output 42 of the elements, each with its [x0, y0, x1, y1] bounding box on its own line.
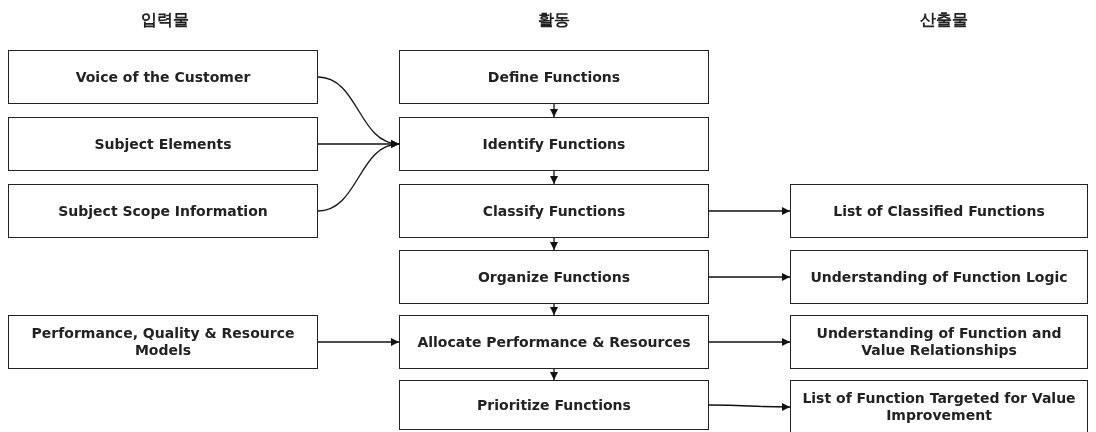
process-box: [8, 315, 318, 369]
process-box: [8, 117, 318, 171]
arrow: [550, 303, 558, 316]
process-box: [399, 250, 709, 304]
arrow: [550, 170, 558, 185]
box-label: Performance, Quality & Resource Models: [30, 325, 296, 359]
arrow: [708, 338, 791, 346]
arrow: [550, 237, 558, 251]
box-label: Prioritize Functions: [476, 396, 632, 414]
arrow: [317, 141, 400, 212]
box-label: Organize Functions: [476, 268, 632, 286]
arrow: [550, 103, 558, 118]
arrow: [708, 402, 791, 411]
process-box: [399, 380, 709, 430]
box-label: Subject Elements: [93, 135, 233, 153]
box-label: Subject Scope Information: [57, 202, 269, 220]
box-label: Understanding of Function and Value Relationships: [815, 325, 1063, 359]
box-label: Identify Functions: [481, 135, 627, 153]
process-box: [8, 184, 318, 238]
process-box: [399, 184, 709, 238]
process-box: [790, 250, 1088, 304]
process-box: [790, 184, 1088, 238]
box-label: List of Function Targeted for Value Improvement: [801, 390, 1077, 424]
box-label: Understanding of Function Logic: [809, 268, 1069, 286]
box-label: Allocate Performance & Resources: [416, 333, 692, 351]
box-label: Voice of the Customer: [74, 68, 252, 86]
arrow: [317, 338, 400, 346]
column-heading: 산출물: [920, 10, 968, 31]
arrow: [550, 368, 558, 381]
column-heading: 입력물: [141, 10, 189, 31]
column-heading: 활동: [538, 10, 570, 31]
box-label: List of Classified Functions: [832, 202, 1046, 220]
process-box: [399, 315, 709, 369]
box-label: Define Functions: [486, 68, 622, 86]
arrow: [708, 207, 791, 215]
process-box: [8, 50, 318, 104]
box-label: Classify Functions: [481, 202, 627, 220]
process-box: [790, 380, 1088, 432]
process-box: [399, 117, 709, 171]
process-box: [399, 50, 709, 104]
arrow: [708, 273, 791, 281]
process-box: [790, 315, 1088, 369]
